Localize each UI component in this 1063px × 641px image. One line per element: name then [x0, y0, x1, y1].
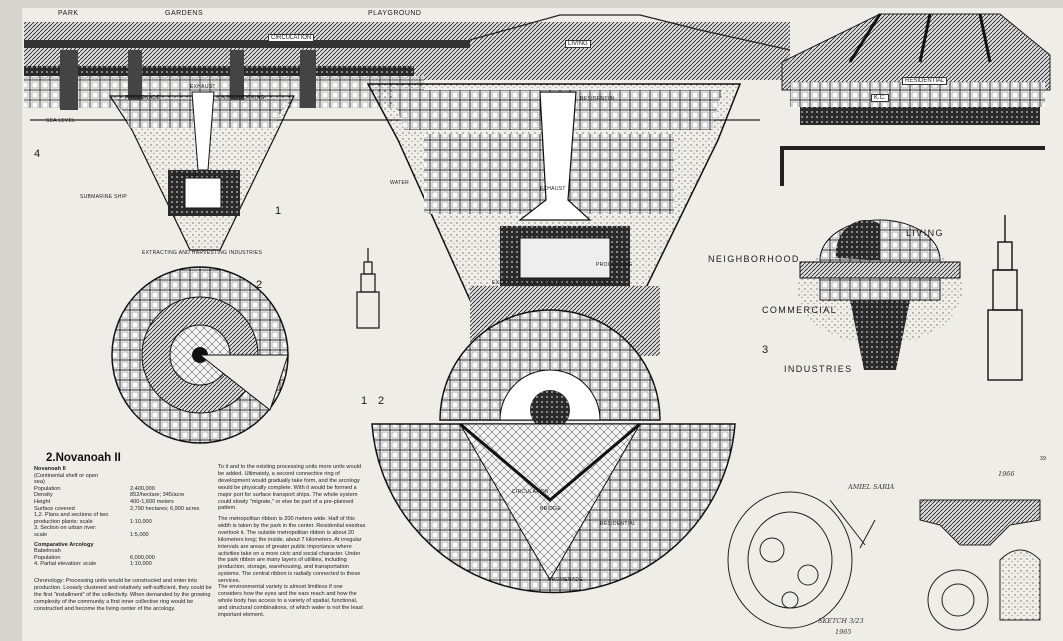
body-text-col2-b: The metropolitan ribbon is 200 meters wi… — [218, 516, 366, 585]
label-extracting-small: EXTRACTING AND HARVESTING INDUSTRIES — [142, 250, 263, 256]
spec-subheading-1: (Continental shelf or open — [34, 472, 99, 479]
label-residential-plan: RESIDENTIAL — [600, 521, 637, 527]
body-text-chronology: Chronology: Processing units would be co… — [34, 578, 212, 612]
label-processing: PROCESSING — [596, 262, 633, 268]
label-living-top: LIVING — [565, 40, 591, 48]
central-plan — [371, 309, 736, 594]
spec-table: Novanoah II (Continental shelf or open s… — [34, 466, 214, 568]
label-gardens: GARDENS — [165, 10, 204, 17]
sketch-note-date-top: 1966 — [998, 470, 1015, 478]
figure-title: 2.Novanoah II — [46, 452, 121, 464]
sketches — [727, 491, 1041, 631]
body-text-col2-a: To it and to the existing processing uni… — [218, 464, 362, 512]
city-section-strip — [24, 14, 791, 110]
figure-number-1a: 1 — [275, 205, 282, 217]
label-sea-level: SEA LEVEL — [46, 118, 76, 124]
label-promenade-plan: PROMENADE — [548, 577, 583, 583]
label-bridge: BRIDGE — [540, 506, 561, 512]
label-living-working: LIVING-WORKING — [218, 95, 265, 101]
spec-heading-2: Comparative Arcology — [34, 541, 94, 548]
label-water: WATER — [390, 180, 409, 186]
label-extracting-large: EXTRACTING AND HARVESTING INDUSTRIES — [492, 280, 613, 286]
small-underwater-section — [108, 91, 295, 251]
label-living: LIVING — [906, 228, 944, 238]
spec-heading-1: Novanoah II — [34, 466, 66, 472]
sketch-note-year: 1965 — [835, 628, 852, 636]
skyscraper-scale-large — [987, 215, 1023, 381]
page-number: 39 — [1040, 456, 1047, 462]
label-neighborhood: NEIGHBORHOOD — [708, 254, 800, 264]
label-circulation-plan: CIRCULATION — [512, 489, 549, 495]
label-kc: K.C. — [871, 94, 889, 102]
figure-number-3: 3 — [762, 344, 769, 356]
sketch-note-amiel: AMIEL SARIA — [848, 483, 895, 491]
circular-plan — [111, 266, 289, 444]
label-residential-top: RESIDENTIAL — [902, 77, 948, 85]
spec-row: 1,2. Plans and sections of two — [34, 512, 109, 519]
figure-number-2b: 2 — [378, 395, 385, 407]
residential-dome-elevation — [781, 13, 1051, 125]
spec-row: 3. Section on urban river: — [34, 525, 97, 532]
skyscraper-scale-small — [356, 248, 380, 329]
body-text-col2-c: The environmental variety is almost limi… — [218, 584, 363, 618]
spec-subheading-2: Babelnoah — [34, 548, 61, 555]
label-storage: STORAGE — [172, 172, 199, 178]
label-playground: PLAYGROUND — [368, 10, 422, 17]
neighborhood-unit — [798, 219, 962, 370]
spec-subheading-1b: sea) — [34, 479, 45, 486]
figure-number-4: 4 — [34, 148, 41, 160]
label-park: PARK — [58, 10, 79, 17]
label-industries: INDUSTRIES — [784, 364, 853, 374]
label-residential-large: RESIDENTIAL — [580, 96, 617, 102]
label-submarine-ship: SUBMARINE SHIP — [80, 194, 127, 200]
figure-number-2a: 2 — [256, 279, 263, 291]
label-commercial: COMMERCIAL — [762, 305, 838, 315]
label-exhaust-small: EXHAUST — [190, 84, 216, 90]
label-promenade: PROMENADE — [125, 95, 160, 101]
label-exhaust-large: EXHAUST — [540, 186, 566, 192]
label-circulation-top: CIRCULATION — [268, 34, 315, 42]
sketch-note-signature: SKETCH 3/23 — [818, 617, 864, 625]
figure-number-1b: 1 — [361, 395, 368, 407]
